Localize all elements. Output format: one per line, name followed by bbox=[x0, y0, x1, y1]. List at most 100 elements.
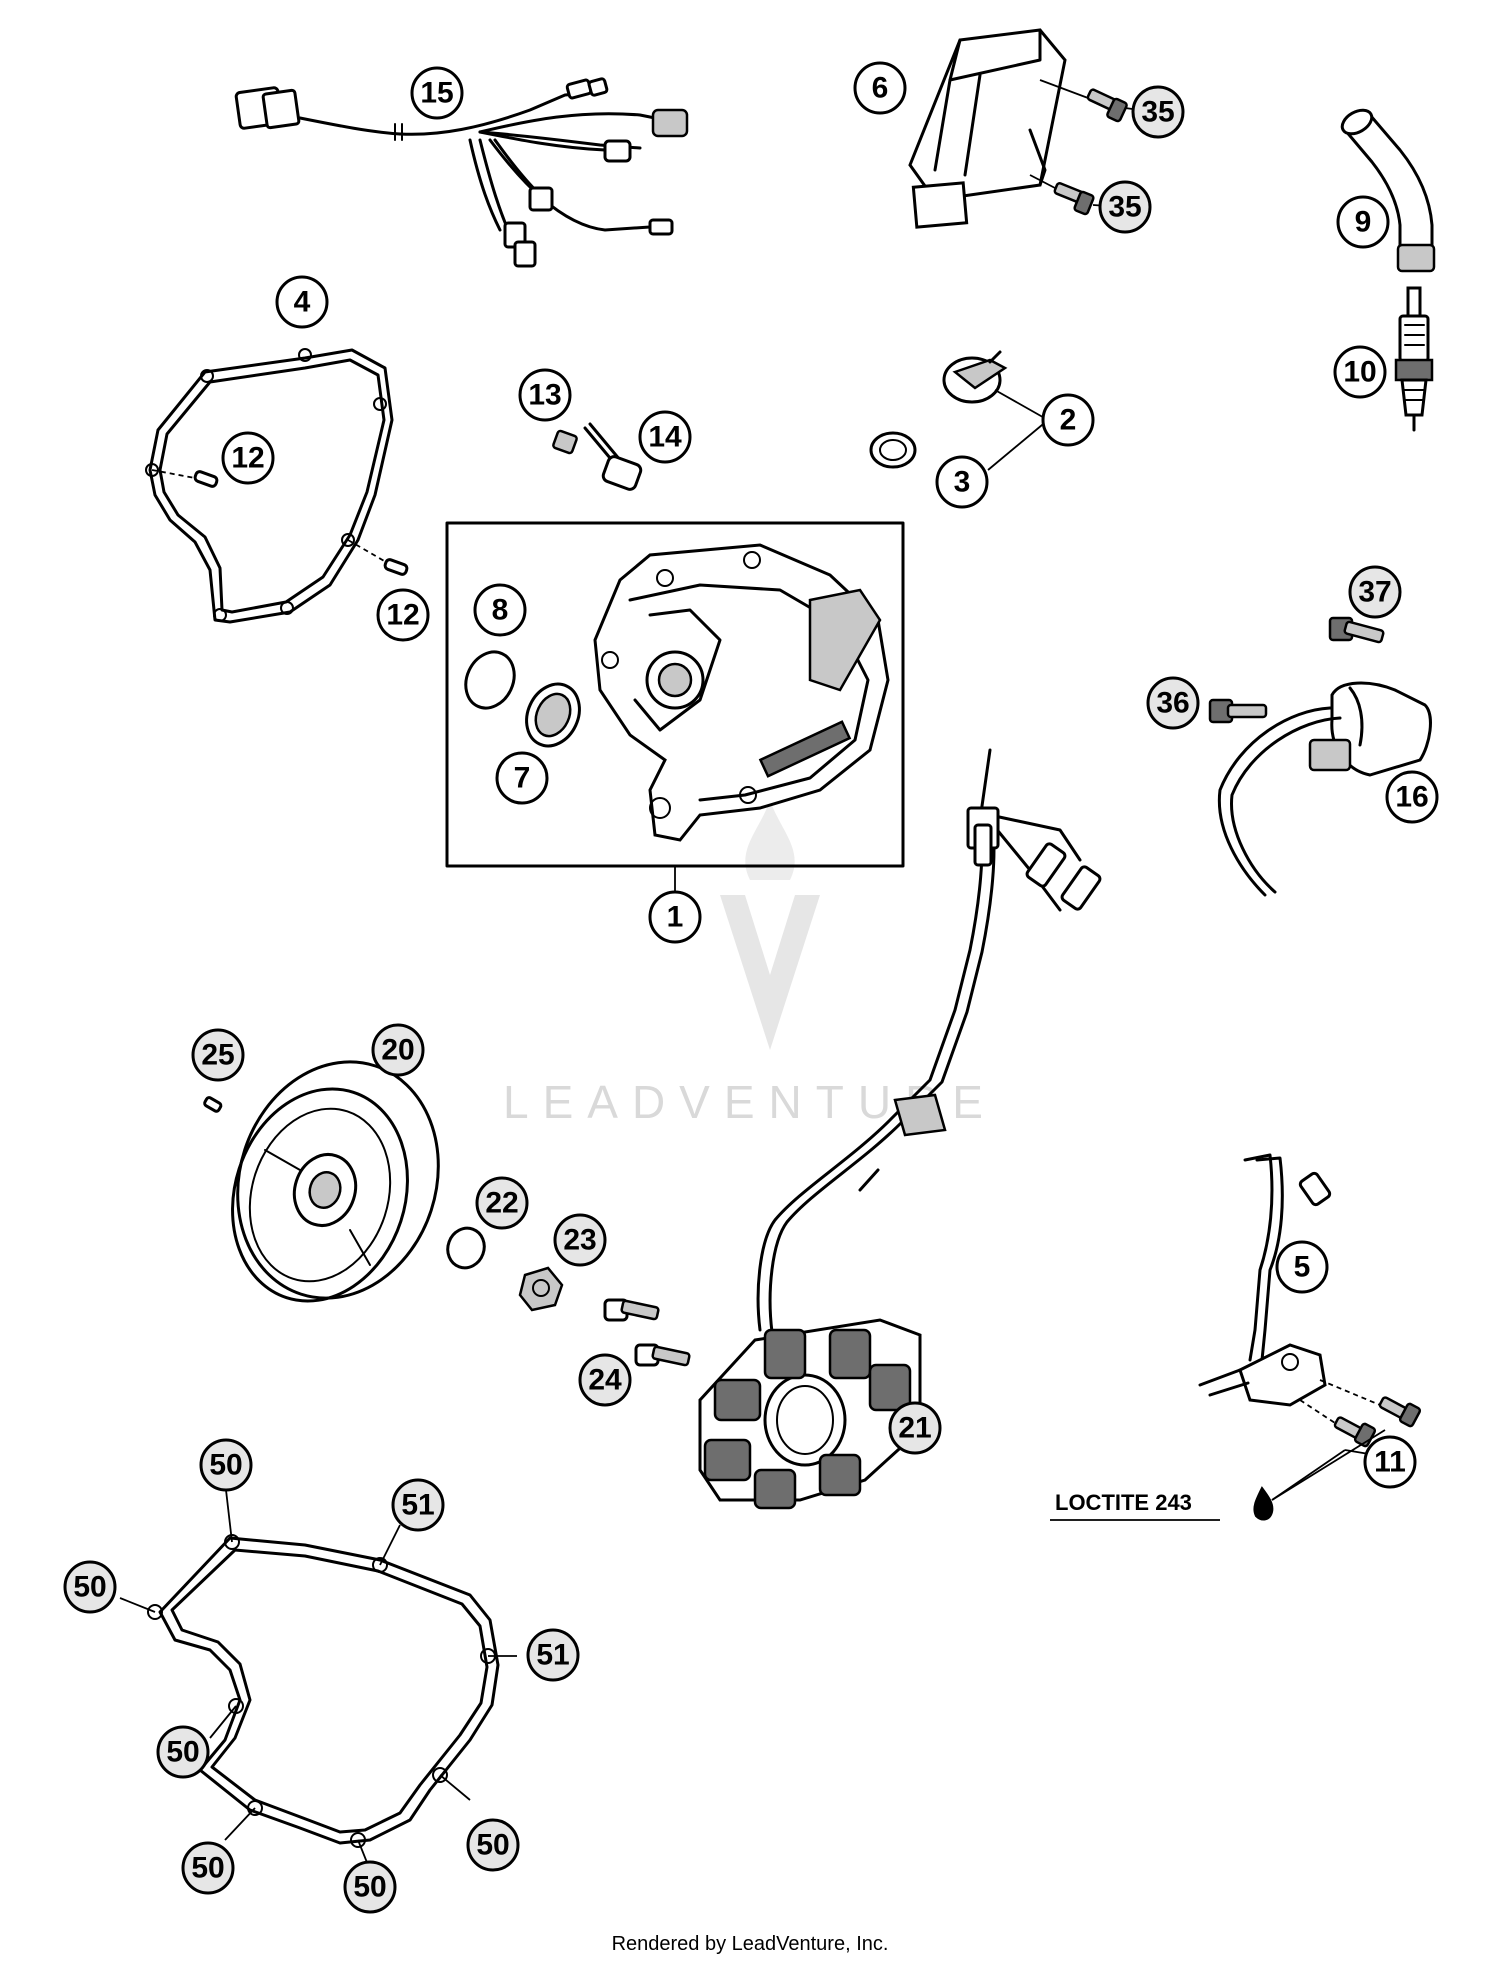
svg-text:14: 14 bbox=[648, 421, 682, 454]
callout-22: 22 bbox=[475, 1176, 529, 1230]
watermark: LEADVENTURE bbox=[503, 800, 983, 1128]
svg-text:22: 22 bbox=[485, 1187, 518, 1220]
spark-plug-cap-part bbox=[1340, 108, 1436, 273]
callout-11: 11 bbox=[1363, 1435, 1417, 1489]
callout-50-mid: 50 bbox=[156, 1725, 210, 1779]
oring-3-part bbox=[869, 431, 917, 469]
callout-1: 1 bbox=[648, 890, 702, 944]
callout-50-left: 50 bbox=[63, 1560, 117, 1614]
dowel-12-lower-part bbox=[383, 558, 409, 576]
svg-text:12: 12 bbox=[386, 599, 419, 632]
callout-6: 6 bbox=[853, 61, 907, 115]
callout-23: 23 bbox=[553, 1213, 607, 1267]
callout-25: 25 bbox=[191, 1028, 245, 1082]
svg-text:3: 3 bbox=[954, 466, 971, 499]
svg-text:7: 7 bbox=[514, 762, 531, 795]
svg-text:35: 35 bbox=[1141, 96, 1174, 129]
stator-part bbox=[698, 748, 1102, 1510]
nut-23-part bbox=[518, 1266, 564, 1312]
svg-text:20: 20 bbox=[381, 1034, 414, 1067]
svg-text:50: 50 bbox=[209, 1449, 242, 1482]
callout-50-bottom-right: 50 bbox=[466, 1818, 520, 1872]
callout-36: 36 bbox=[1146, 676, 1200, 730]
callout-35-lower: 35 bbox=[1098, 180, 1152, 234]
callout-10: 10 bbox=[1333, 345, 1387, 399]
svg-text:21: 21 bbox=[898, 1412, 931, 1445]
callout-5: 5 bbox=[1275, 1240, 1329, 1294]
seal-7-part bbox=[525, 682, 581, 748]
leader-lines bbox=[119, 1449, 1376, 1866]
svg-text:13: 13 bbox=[528, 379, 561, 412]
oring-8-part bbox=[464, 650, 516, 710]
svg-text:50: 50 bbox=[476, 1829, 509, 1862]
lower-cover-gasket-part bbox=[147, 1534, 500, 1848]
svg-text:16: 16 bbox=[1395, 781, 1428, 814]
svg-text:24: 24 bbox=[588, 1364, 622, 1397]
svg-text:4: 4 bbox=[294, 286, 311, 319]
svg-text:25: 25 bbox=[201, 1039, 234, 1072]
ignition-cover-assembly-box bbox=[445, 521, 905, 895]
screw-24-upper-part bbox=[603, 1298, 660, 1322]
plug-2-part bbox=[942, 350, 1008, 404]
cdi-unit-part bbox=[908, 28, 1067, 229]
svg-text:15: 15 bbox=[420, 77, 453, 110]
svg-text:2: 2 bbox=[1060, 404, 1077, 437]
inspection-plug-14-part bbox=[583, 422, 643, 491]
svg-text:51: 51 bbox=[536, 1639, 569, 1672]
key-25-part bbox=[203, 1096, 223, 1113]
svg-text:10: 10 bbox=[1343, 356, 1376, 389]
callout-50-bottom: 50 bbox=[343, 1860, 397, 1914]
svg-text:11: 11 bbox=[1374, 1446, 1406, 1479]
dowel-12-upper-part bbox=[193, 470, 219, 488]
callout-51-top: 51 bbox=[391, 1478, 445, 1532]
callout-35-upper: 35 bbox=[1131, 85, 1185, 139]
callout-2: 2 bbox=[1041, 393, 1095, 447]
svg-text:36: 36 bbox=[1156, 687, 1189, 720]
svg-text:23: 23 bbox=[563, 1224, 596, 1257]
screw-11-upper-part bbox=[1378, 1396, 1422, 1428]
callout-8: 8 bbox=[473, 583, 527, 637]
footer-credit: Rendered by LeadVenture, Inc. bbox=[612, 1933, 889, 1955]
callout-50-top: 50 bbox=[199, 1438, 253, 1492]
callout-12-lower: 12 bbox=[376, 588, 430, 642]
callout-16: 16 bbox=[1385, 770, 1439, 824]
callout-7: 7 bbox=[495, 751, 549, 805]
callout-21: 21 bbox=[888, 1401, 942, 1455]
callout-3: 3 bbox=[935, 455, 989, 509]
screw-13-part bbox=[552, 429, 578, 455]
screw-37-part bbox=[1328, 616, 1385, 644]
screw-35-lower-part bbox=[1053, 182, 1095, 216]
callout-24: 24 bbox=[578, 1353, 632, 1407]
callout-20: 20 bbox=[371, 1023, 425, 1077]
svg-text:1: 1 bbox=[667, 901, 684, 934]
callout-50-bottom-left: 50 bbox=[181, 1841, 235, 1895]
svg-text:6: 6 bbox=[872, 72, 889, 105]
callout-9: 9 bbox=[1336, 195, 1390, 249]
svg-text:50: 50 bbox=[191, 1852, 224, 1885]
screw-36-part bbox=[1208, 698, 1268, 724]
callout-4: 4 bbox=[275, 275, 329, 329]
svg-text:5: 5 bbox=[1294, 1251, 1311, 1284]
callout-37: 37 bbox=[1348, 565, 1402, 619]
svg-text:8: 8 bbox=[492, 594, 509, 627]
flywheel-part bbox=[231, 1060, 440, 1303]
callout-13: 13 bbox=[518, 368, 572, 422]
loctite-drop-icon bbox=[1253, 1486, 1274, 1521]
cover-gasket-part bbox=[145, 348, 394, 624]
screw-24-lower-part bbox=[634, 1343, 691, 1367]
svg-text:12: 12 bbox=[231, 442, 264, 475]
ignition-coil-part bbox=[1217, 681, 1432, 897]
svg-text:9: 9 bbox=[1355, 206, 1372, 239]
screw-35-upper-part bbox=[1086, 88, 1128, 123]
screw-11-lower-part bbox=[1333, 1416, 1377, 1448]
callout-51-right: 51 bbox=[526, 1628, 580, 1682]
svg-text:50: 50 bbox=[73, 1571, 106, 1604]
loctite-label: LOCTITE 243 bbox=[1055, 1490, 1192, 1515]
svg-text:37: 37 bbox=[1358, 576, 1391, 609]
callout-14: 14 bbox=[638, 410, 692, 464]
wiring-harness-part bbox=[234, 77, 689, 268]
washer-22-part bbox=[446, 1226, 486, 1270]
pickup-sensor-part bbox=[1198, 1153, 1332, 1407]
callout-15: 15 bbox=[410, 66, 464, 120]
svg-text:50: 50 bbox=[166, 1736, 199, 1769]
